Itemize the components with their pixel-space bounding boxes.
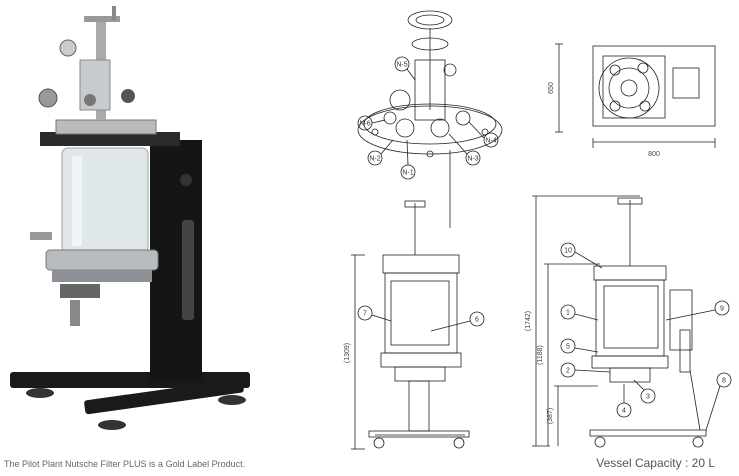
callout-6: 6 xyxy=(475,317,479,324)
callout-n4: N-4 xyxy=(485,138,496,145)
front-view-drawing: (1742) (1188) (387) 10 1 9 5 2 3 4 8 xyxy=(520,190,739,456)
callout-3: 3 xyxy=(646,394,650,401)
callout-4: 4 xyxy=(622,408,626,415)
dim-mid-height: (1188) xyxy=(537,345,544,365)
callout-n1: N-1 xyxy=(402,170,413,177)
dim-width: 800 xyxy=(648,151,660,158)
dim-side-height: (1309) xyxy=(344,343,351,363)
callout-n5: N-5 xyxy=(396,62,407,69)
product-photo xyxy=(0,0,270,455)
dim-overall-height: (1742) xyxy=(525,311,532,331)
side-view-drawing: (1309) 7 6 xyxy=(335,195,505,457)
top-iso-drawing: N-5 N-6 N-2 N-1 N-3 N-4 xyxy=(345,0,515,230)
vessel-capacity: Vessel Capacity : 20 L xyxy=(596,456,715,470)
callout-1: 1 xyxy=(566,310,570,317)
callout-10: 10 xyxy=(564,248,572,255)
callout-n3: N-3 xyxy=(467,156,478,163)
dim-low-height: (387) xyxy=(547,408,554,424)
callout-n2: N-2 xyxy=(369,156,380,163)
callout-9: 9 xyxy=(720,306,724,313)
callout-2: 2 xyxy=(566,368,570,375)
callout-7: 7 xyxy=(363,311,367,318)
plan-view-drawing: 650 800 xyxy=(545,38,725,168)
callout-n6: N-6 xyxy=(359,121,370,128)
callout-8: 8 xyxy=(722,378,726,385)
dim-depth: 650 xyxy=(548,82,555,94)
callout-5: 5 xyxy=(566,344,570,351)
product-caption: The Pilot Plant Nutsche Filter PLUS is a… xyxy=(4,459,246,469)
